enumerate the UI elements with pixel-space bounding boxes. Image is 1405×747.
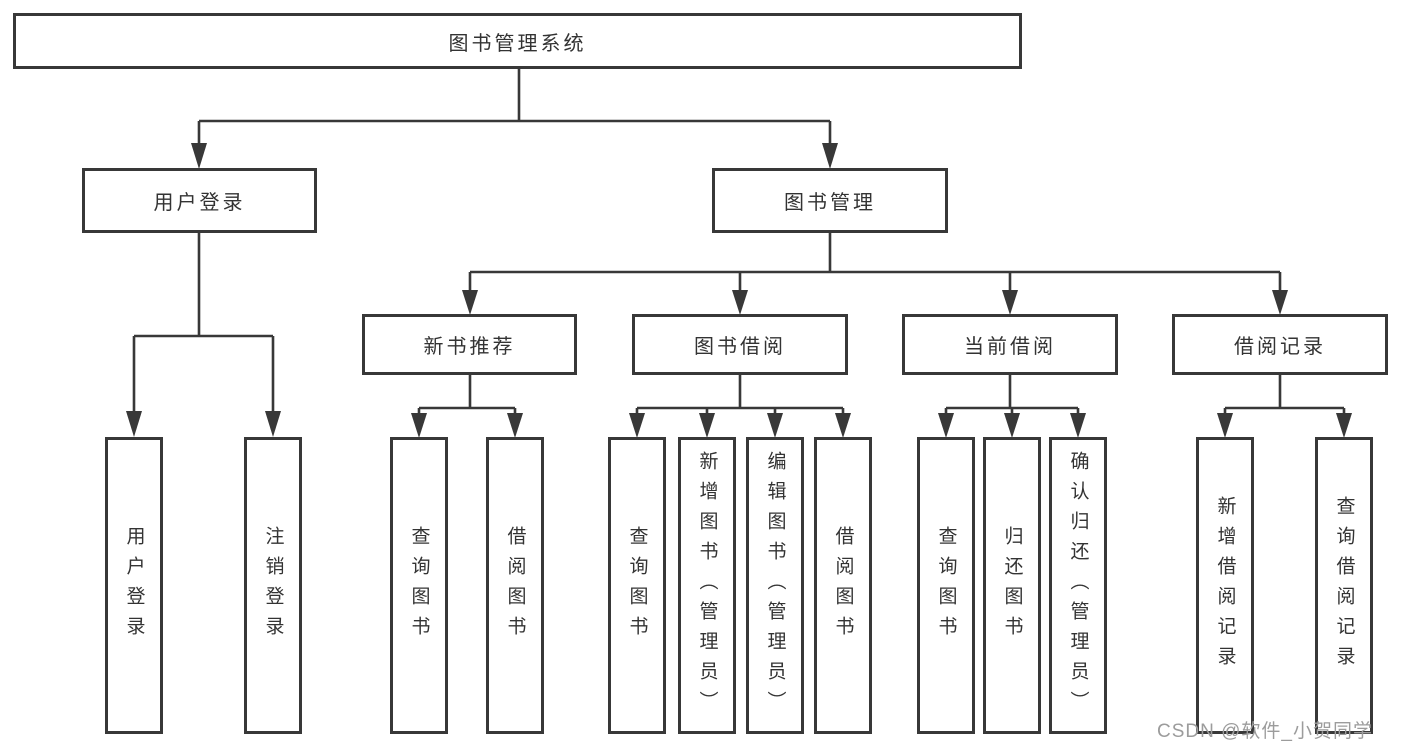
node-label: 图书管理系统 — [448, 32, 587, 55]
node-current-borrow: 当前借阅 — [902, 314, 1118, 375]
leaf-user-login: 用户登录 — [105, 437, 163, 734]
node-label: 借阅记录 — [1234, 336, 1326, 358]
connector-book-management-to-level3 — [462, 233, 1288, 315]
node-label: 图书管理 — [784, 192, 876, 214]
leaf-label: 用户登录 — [123, 525, 145, 646]
leaf-query-books-recommend: 查询图书 — [390, 437, 448, 734]
leaf-label: 借阅图书 — [832, 525, 854, 646]
csdn-watermark: CSDN @软件_小贺同学 — [1157, 721, 1373, 742]
node-label: 新书推荐 — [423, 336, 516, 358]
node-library-management-system: 图书管理系统 — [13, 13, 1022, 69]
connector-current-borrow-to-leaves — [938, 375, 1086, 438]
leaf-edit-book-admin: 编辑图书（管理员） — [746, 437, 804, 734]
leaf-confirm-return-admin: 确认归还（管理员） — [1049, 437, 1107, 734]
leaf-label: 查询图书 — [935, 525, 957, 646]
node-label: 当前借阅 — [964, 336, 1056, 358]
leaf-borrow-books-recommend: 借阅图书 — [486, 437, 544, 734]
leaf-query-borrow-record: 查询借阅记录 — [1315, 437, 1373, 734]
leaf-return-books: 归还图书 — [983, 437, 1041, 734]
node-user-login: 用户登录 — [82, 168, 317, 233]
node-label: 图书借阅 — [694, 336, 786, 358]
connector-user-login-to-leaves — [126, 233, 281, 437]
leaf-label: 查询图书 — [408, 525, 430, 646]
node-borrow-records: 借阅记录 — [1172, 314, 1388, 375]
leaf-label: 新增图书（管理员） — [696, 450, 718, 721]
node-new-book-recommend: 新书推荐 — [362, 314, 577, 375]
node-book-borrow: 图书借阅 — [632, 314, 848, 375]
node-label: 用户登录 — [153, 192, 246, 214]
leaf-label: 查询图书 — [626, 525, 648, 646]
leaf-label: 归还图书 — [1001, 525, 1023, 646]
leaf-add-book-admin: 新增图书（管理员） — [678, 437, 736, 734]
leaf-borrow-books: 借阅图书 — [814, 437, 872, 734]
leaf-logout: 注销登录 — [244, 437, 302, 734]
leaf-query-books-current: 查询图书 — [917, 437, 975, 734]
connector-book-borrow-to-leaves — [629, 375, 851, 438]
leaf-label: 确认归还（管理员） — [1067, 450, 1089, 721]
leaf-label: 注销登录 — [262, 525, 284, 646]
node-book-management: 图书管理 — [712, 168, 948, 233]
connector-root-to-level2 — [191, 69, 838, 169]
leaf-add-borrow-record: 新增借阅记录 — [1196, 437, 1254, 734]
connector-borrow-records-to-leaves — [1217, 375, 1352, 438]
leaf-label: 新增借阅记录 — [1214, 495, 1236, 676]
leaf-label: 借阅图书 — [504, 525, 526, 646]
leaf-label: 编辑图书（管理员） — [764, 450, 786, 721]
leaf-query-books-borrow: 查询图书 — [608, 437, 666, 734]
leaf-label: 查询借阅记录 — [1333, 495, 1355, 676]
connector-new-book-recommend-to-leaves — [411, 375, 523, 438]
